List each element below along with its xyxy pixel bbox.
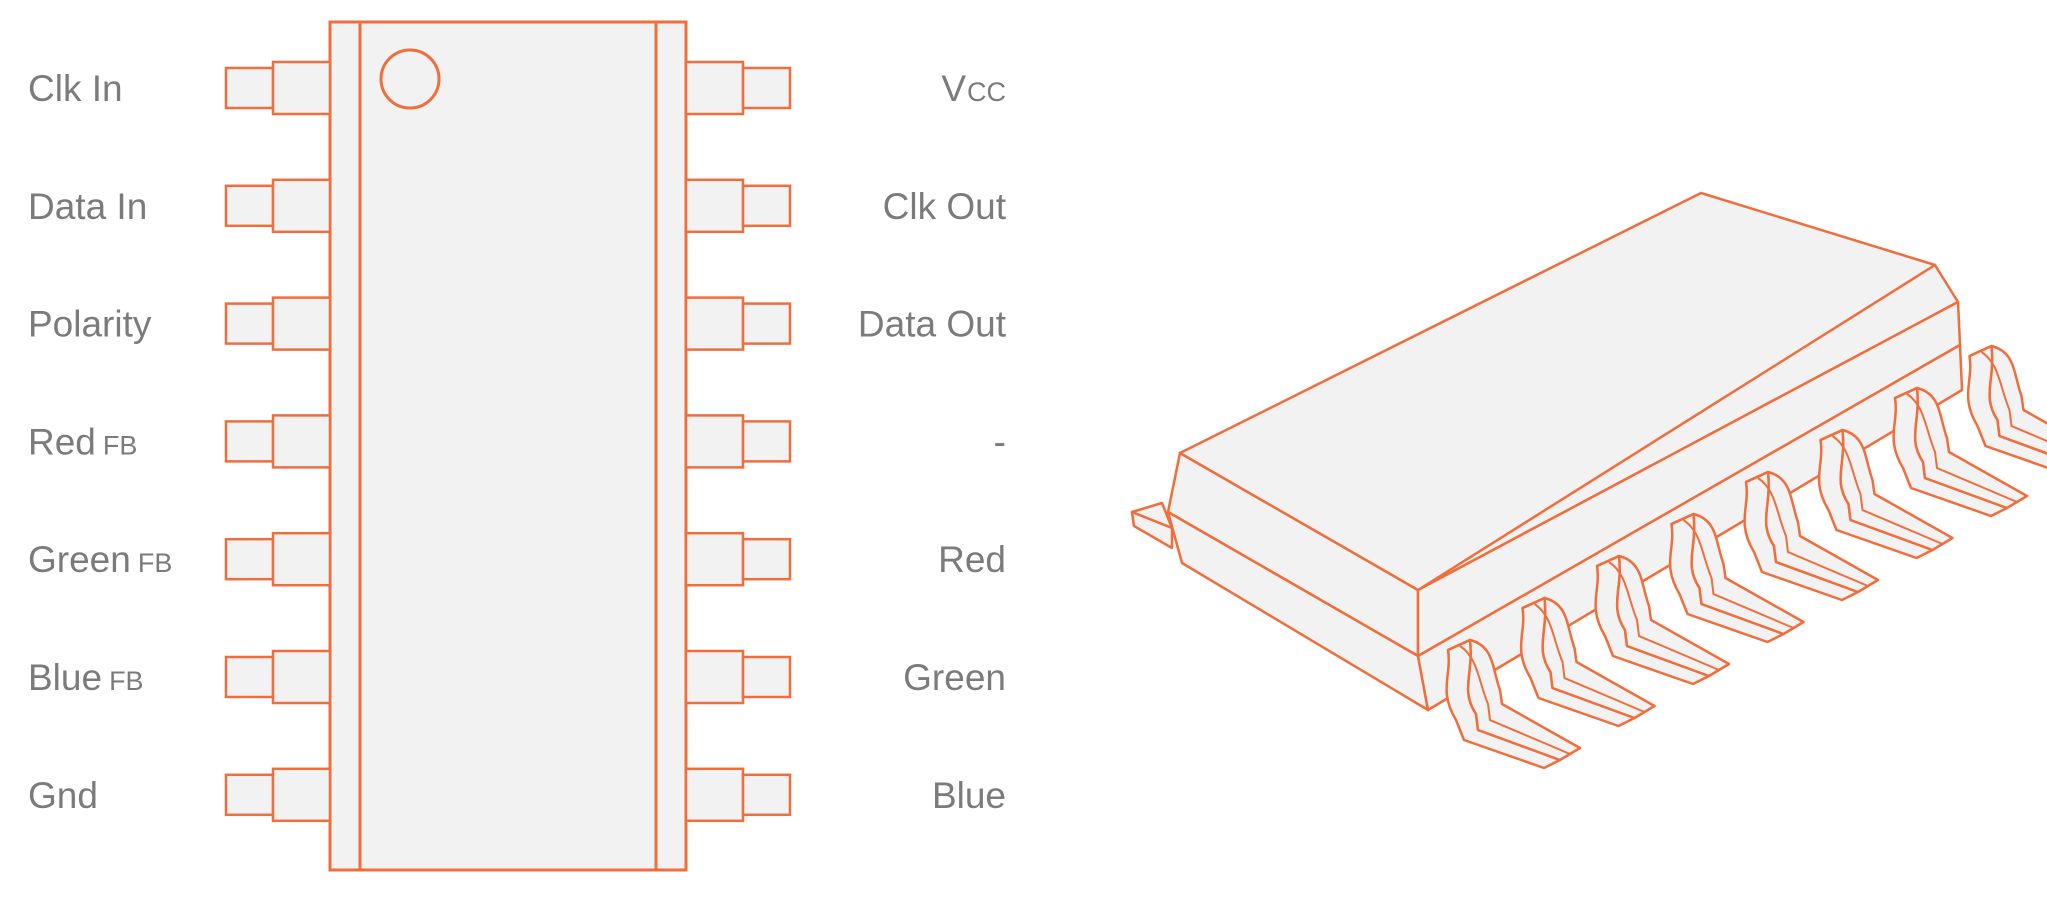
pin-label: Gnd bbox=[28, 775, 98, 816]
pin-lead-base bbox=[273, 180, 330, 232]
pin-lead-base bbox=[686, 298, 743, 350]
pin-lead-tip bbox=[226, 539, 273, 579]
pin-lead-base bbox=[273, 651, 330, 703]
pin-label-main: Data In bbox=[28, 186, 147, 227]
pin-lead-base bbox=[273, 769, 330, 821]
left-pin-7-gnd: Gnd bbox=[28, 769, 330, 821]
pin-lead-base bbox=[686, 533, 743, 585]
right-pin-5-red: Red bbox=[686, 533, 1006, 585]
chip-body bbox=[330, 22, 686, 870]
pin-label-subscript: FB bbox=[109, 666, 144, 696]
pin-lead-base bbox=[273, 298, 330, 350]
pin-label: VCC bbox=[941, 68, 1006, 109]
pin-lead-tip bbox=[743, 421, 790, 461]
pin-label-main: Red bbox=[938, 539, 1006, 580]
pin-lead-tip bbox=[226, 304, 273, 344]
pin-label: Red bbox=[938, 539, 1006, 580]
pin-label: Data In bbox=[28, 186, 147, 227]
pin-label-main: - bbox=[994, 421, 1006, 462]
pin-lead-base bbox=[273, 62, 330, 114]
pin-lead-tip bbox=[226, 421, 273, 461]
pin-label: Polarity bbox=[28, 304, 152, 345]
pin-label: Blue bbox=[932, 775, 1006, 816]
pin-lead-base bbox=[686, 62, 743, 114]
right-pin-3-data-out: Data Out bbox=[686, 298, 1007, 350]
pin-lead-base bbox=[686, 180, 743, 232]
pin-lead-tip bbox=[226, 775, 273, 815]
package-3d-illustration bbox=[1132, 193, 2047, 768]
right-pin-7-blue: Blue bbox=[686, 769, 1006, 821]
pin-label-main: Clk In bbox=[28, 68, 123, 109]
pin-lead-tip bbox=[226, 657, 273, 697]
pin-lead-tip bbox=[226, 68, 273, 108]
package-back-leads bbox=[1132, 503, 1172, 548]
pin-lead-tip bbox=[743, 68, 790, 108]
pin-label-main: Clk Out bbox=[883, 186, 1007, 227]
pin-label-main: V bbox=[941, 68, 966, 109]
pin-label-main: Gnd bbox=[28, 775, 98, 816]
pin-lead-base bbox=[686, 651, 743, 703]
pin-label-subscript: FB bbox=[138, 548, 173, 578]
pin-label-subscript: FB bbox=[103, 430, 138, 460]
pin-label-main: Polarity bbox=[28, 304, 152, 345]
pin-label-main: Blue bbox=[28, 657, 102, 698]
package-lead-8 bbox=[1968, 346, 2047, 474]
left-pin-2-data-in: Data In bbox=[28, 180, 330, 232]
pin-lead-base bbox=[686, 415, 743, 467]
pin-lead-tip bbox=[226, 186, 273, 226]
pin-label: Green bbox=[903, 657, 1006, 698]
pin-lead-tip bbox=[743, 775, 790, 815]
pin-label-main: Red bbox=[28, 421, 96, 462]
pin-label: Clk Out bbox=[883, 186, 1007, 227]
right-pin-1-v-cc: VCC bbox=[686, 62, 1006, 114]
pin-lead-tip bbox=[743, 186, 790, 226]
pin-label: Clk In bbox=[28, 68, 123, 109]
pin-lead-base bbox=[273, 533, 330, 585]
pin-lead-base bbox=[686, 769, 743, 821]
pin-lead-tip bbox=[743, 657, 790, 697]
pin-lead-tip bbox=[743, 539, 790, 579]
left-pin-3-polarity: Polarity bbox=[28, 298, 330, 350]
pin-label-main: Data Out bbox=[858, 304, 1007, 345]
pin-lead-tip bbox=[743, 304, 790, 344]
right-pin-6-green: Green bbox=[686, 651, 1006, 703]
pin-label-main: Blue bbox=[932, 775, 1006, 816]
pin-label-main: Green bbox=[28, 539, 131, 580]
pin-label: - bbox=[994, 421, 1006, 462]
pin-label-main: Green bbox=[903, 657, 1006, 698]
right-pin-2-clk-out: Clk Out bbox=[686, 180, 1007, 232]
pin-lead-base bbox=[273, 415, 330, 467]
pin-label-subscript: CC bbox=[967, 77, 1006, 107]
right-pin-4-dash: - bbox=[686, 415, 1006, 467]
left-pin-1-clk-in: Clk In bbox=[28, 62, 330, 114]
pin-label: Data Out bbox=[858, 304, 1007, 345]
